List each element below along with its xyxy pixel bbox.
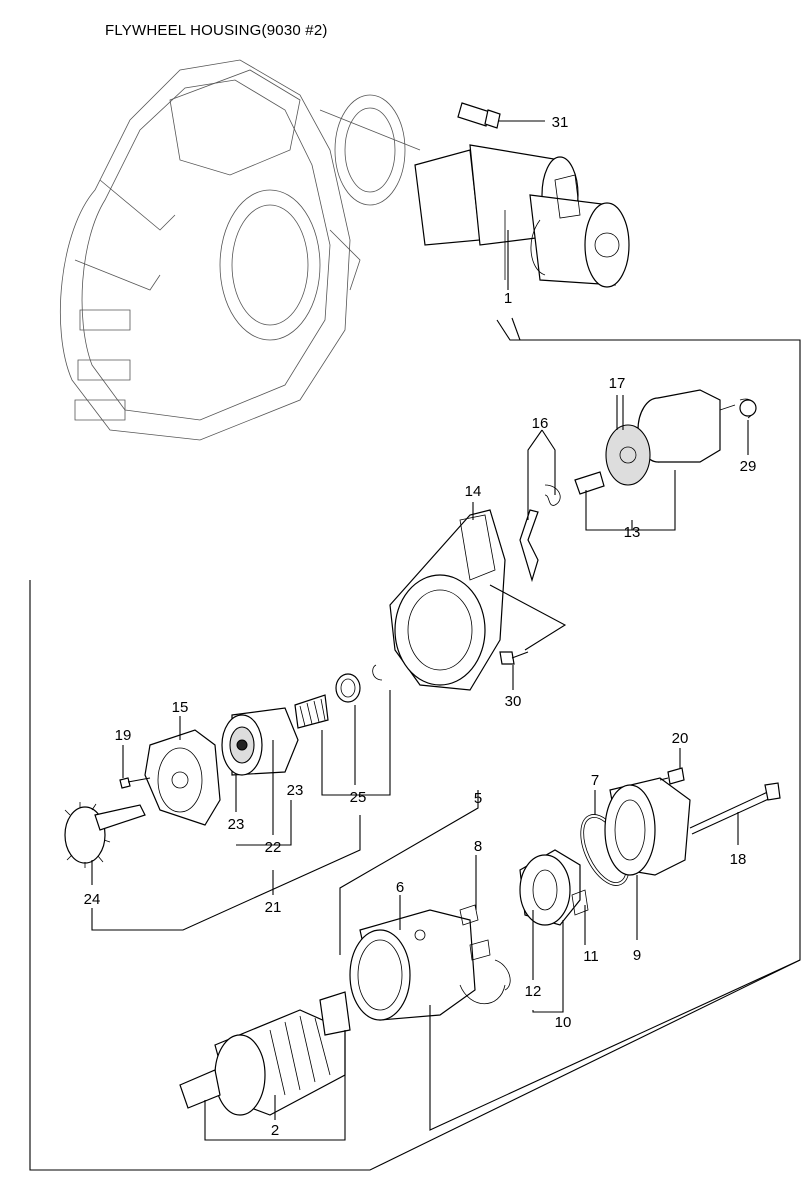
pinion-gear-24 — [64, 802, 146, 868]
armature-2 — [179, 991, 351, 1116]
callout-1: 1 — [504, 290, 512, 307]
diagram-title: FLYWHEEL HOUSING(9030 #2) — [105, 22, 328, 39]
bolt-20 — [659, 767, 685, 785]
callout-31: 31 — [552, 114, 569, 131]
solenoid-13 — [574, 389, 757, 495]
callout-20: 20 — [672, 730, 689, 747]
callout-23-right: 23 — [287, 782, 304, 799]
callout-18: 18 — [730, 851, 747, 868]
front-housing-14 — [389, 509, 506, 691]
callout-30: 30 — [505, 693, 522, 710]
callout-5: 5 — [474, 790, 482, 807]
callout-2: 2 — [271, 1122, 279, 1139]
callout-25: 25 — [350, 789, 367, 806]
callout-29: 29 — [740, 458, 757, 475]
callout-14: 14 — [465, 483, 482, 500]
callout-9: 9 — [633, 947, 641, 964]
callout-8: 8 — [474, 838, 482, 855]
callout-22: 22 — [265, 839, 282, 856]
callout-10: 10 — [555, 1014, 572, 1031]
callout-labels: 31 1 17 16 29 14 13 30 15 19 20 7 23 5 2… — [84, 114, 757, 1139]
callout-19: 19 — [115, 727, 132, 744]
callout-7: 7 — [591, 772, 599, 789]
through-bolt-18 — [689, 782, 781, 835]
yoke-5 — [349, 904, 511, 1021]
callout-15: 15 — [172, 699, 189, 716]
callout-17: 17 — [609, 375, 626, 392]
starter-assembly — [414, 144, 630, 288]
callout-11: 11 — [583, 948, 599, 965]
bolt-31 — [457, 102, 545, 129]
callout-12: 12 — [525, 983, 542, 1000]
callout-16: 16 — [532, 415, 549, 432]
callout-6: 6 — [396, 879, 404, 896]
bolt-30 — [499, 651, 529, 665]
flywheel-housing — [60, 59, 421, 441]
lever-16 — [519, 484, 561, 583]
callout-24: 24 — [84, 891, 101, 908]
bolt-19 — [119, 777, 151, 789]
callout-21: 21 — [265, 899, 282, 916]
spring-and-collar — [294, 664, 383, 729]
callout-23-left: 23 — [228, 816, 245, 833]
end-cover-9 — [604, 777, 691, 876]
brush-holder-10 — [519, 849, 589, 926]
callout-13: 13 — [624, 524, 641, 541]
plate-15 — [144, 729, 221, 826]
overrunning-clutch-22 — [221, 707, 299, 776]
